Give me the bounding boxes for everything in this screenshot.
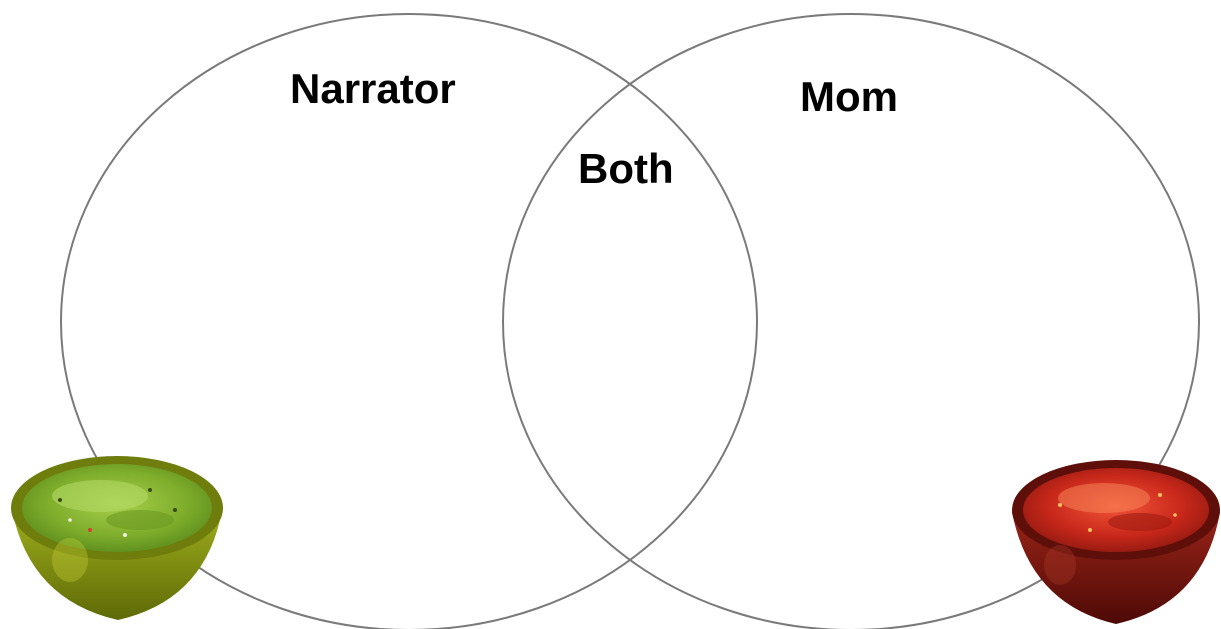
- narrator-label: Narrator: [290, 68, 456, 110]
- mom-label: Mom: [800, 76, 898, 118]
- both-label: Both: [578, 148, 674, 190]
- green-salsa-bowl-icon: [11, 456, 223, 620]
- red-salsa-bowl-icon: [1012, 460, 1220, 624]
